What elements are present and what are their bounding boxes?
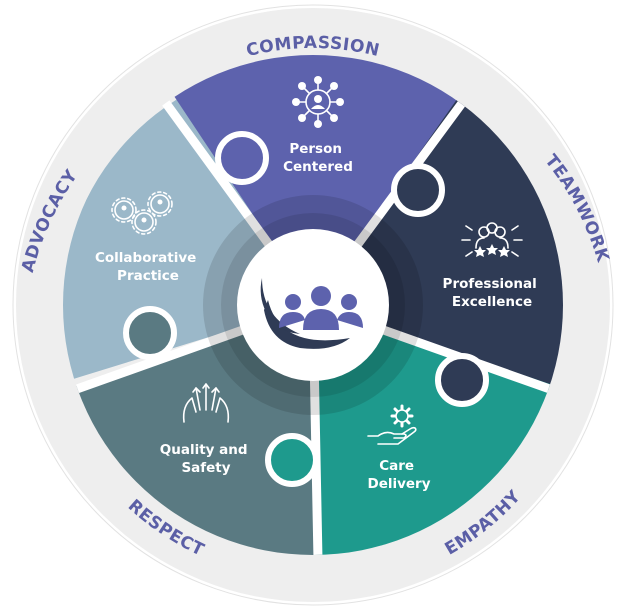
knob-person-centered	[215, 131, 269, 185]
hand-gear-icon	[367, 404, 417, 445]
gears-people-icon	[111, 191, 173, 235]
knob-quality-safety	[123, 306, 177, 360]
group-hand-icon	[260, 278, 363, 349]
label-collaborative-practice: Collaborative Practice	[95, 250, 201, 284]
label-professional-excellence: Professional Excellence	[443, 276, 542, 310]
team-stars-icon	[461, 222, 523, 257]
knob-professional-excellence-lower	[435, 353, 489, 407]
label-quality-safety: Quality and Safety	[160, 442, 253, 476]
piece-person-centered[interactable]	[170, 45, 470, 305]
piece-quality-safety[interactable]	[65, 305, 322, 557]
hands-growth-icon	[182, 383, 230, 423]
label-care-delivery: Care Delivery	[367, 458, 430, 492]
people-network-icon	[292, 76, 344, 128]
knob-care-delivery	[265, 433, 319, 487]
center-disk	[237, 229, 389, 381]
label-person-centered: Person Centered	[283, 141, 353, 175]
knob-professional-excellence	[391, 163, 445, 217]
